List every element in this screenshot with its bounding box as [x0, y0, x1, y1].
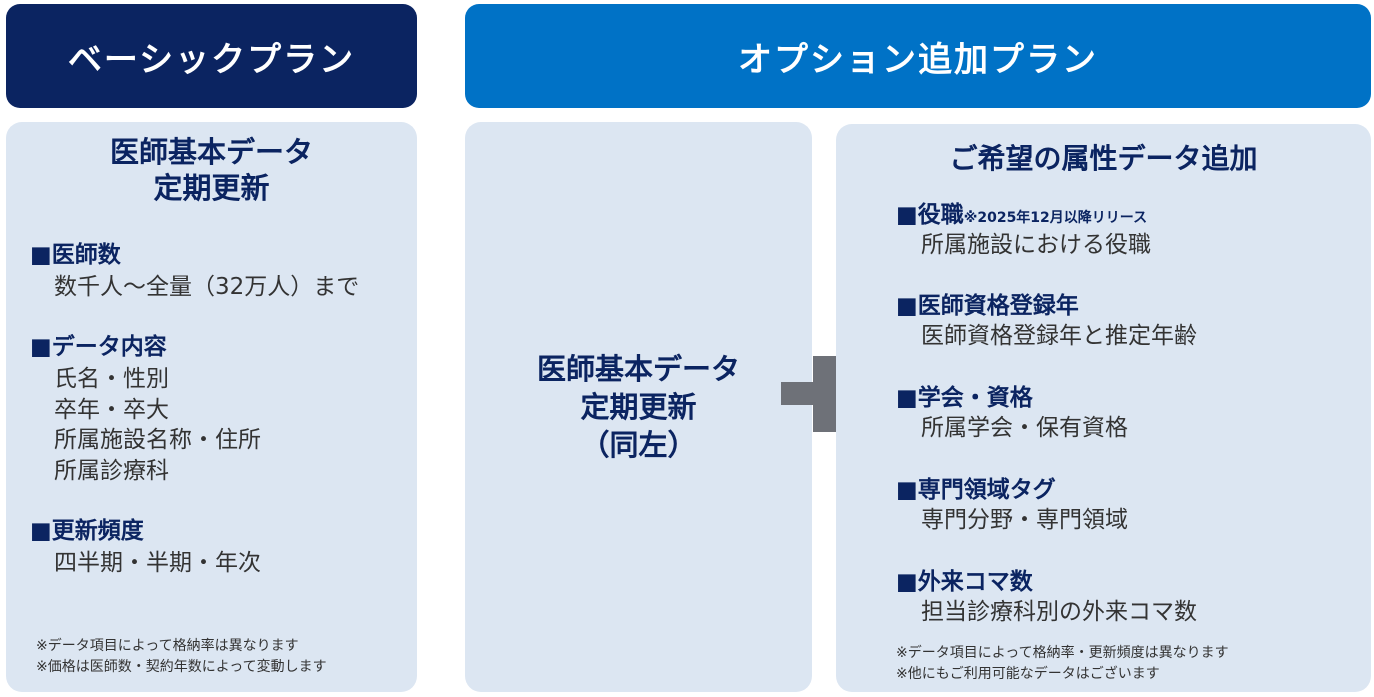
basic-plan-title-line: 医師基本データ	[109, 135, 313, 169]
section-body-license-year: 医師資格登録年と推定年齢	[921, 321, 1197, 352]
option-plan-header-label: オプション追加プラン	[738, 39, 1098, 80]
plus-icon-vertical-bar	[813, 356, 836, 432]
section-body-position: 所属施設における役職	[921, 230, 1151, 261]
section-line: 卒年・卒大	[54, 396, 169, 423]
basic-plan-panel: 医師基本データ 定期更新 ■医師数 数千人～全量（32万人）まで ■データ内容 …	[6, 122, 417, 692]
option-addon-panel: ご希望の属性データ追加 ■役職※2025年12月以降リリース 所属施設における役…	[836, 124, 1371, 692]
basic-plan-footnotes: ※データ項目によって格納率は異なります ※価格は医師数・契約年数によって変動しま…	[36, 636, 327, 678]
section-line: 医師資格登録年と推定年齢	[921, 323, 1197, 349]
release-note: ※2025年12月以降リリース	[963, 210, 1148, 226]
footnote: ※価格は医師数・契約年数によって変動します	[36, 659, 327, 675]
footnote: ※他にもご利用可能なデータはございます	[896, 666, 1160, 682]
footnote: ※データ項目によって格納率・更新頻度は異なります	[896, 645, 1229, 661]
option-base-panel: 医師基本データ 定期更新 （同左）	[465, 122, 812, 692]
option-base-title-line: 定期更新	[580, 390, 697, 424]
section-line: 専門分野・専門領域	[921, 507, 1128, 533]
option-base-title-line: （同左）	[580, 428, 697, 462]
option-base-title: 医師基本データ 定期更新 （同左）	[465, 350, 812, 464]
section-body-data-content: 氏名・性別 卒年・卒大 所属施設名称・住所 所属診療科	[54, 364, 261, 486]
option-plan-header: オプション追加プラン	[465, 4, 1371, 108]
basic-plan-title-line: 定期更新	[153, 171, 270, 205]
section-line: 担当診療科別の外来コマ数	[921, 599, 1197, 625]
option-base-title-line: 医師基本データ	[536, 352, 740, 386]
section-line: 数千人～全量（32万人）まで	[54, 274, 360, 300]
section-line: 所属施設名称・住所	[54, 427, 261, 453]
section-title-license-year: ■医師資格登録年	[896, 293, 1079, 319]
basic-plan-title: 医師基本データ 定期更新	[6, 134, 417, 206]
section-body-update-frequency: 四半期・半期・年次	[54, 548, 261, 579]
section-title-society: ■学会・資格	[896, 385, 1033, 411]
footnote: ※データ項目によって格納率は異なります	[36, 638, 299, 654]
section-title-update-frequency: ■更新頻度	[30, 518, 144, 544]
section-title-position: ■役職※2025年12月以降リリース	[896, 200, 1147, 233]
option-plan-footnotes: ※データ項目によって格納率・更新頻度は異なります ※他にもご利用可能なデータはご…	[896, 643, 1229, 685]
section-body-specialty-tag: 専門分野・専門領域	[921, 505, 1128, 536]
section-title-outpatient: ■外来コマ数	[896, 569, 1033, 595]
section-title-position-label: ■役職	[896, 202, 964, 228]
basic-plan-header: ベーシックプラン	[6, 4, 417, 108]
section-line: 所属診療科	[54, 457, 169, 484]
section-title-specialty-tag: ■専門領域タグ	[896, 477, 1056, 503]
section-line: 所属学会・保有資格	[921, 415, 1128, 441]
section-line: 四半期・半期・年次	[54, 550, 261, 576]
section-title-data-content: ■データ内容	[30, 334, 167, 360]
section-title-doctor-count: ■医師数	[30, 242, 121, 268]
section-line: 所属施設における役職	[921, 232, 1151, 258]
section-body-society: 所属学会・保有資格	[921, 413, 1128, 444]
option-addon-title: ご希望の属性データ追加	[949, 142, 1258, 175]
basic-plan-header-label: ベーシックプラン	[67, 39, 356, 80]
section-line: 氏名・性別	[54, 366, 169, 392]
section-body-doctor-count: 数千人～全量（32万人）まで	[54, 272, 359, 303]
section-body-outpatient: 担当診療科別の外来コマ数	[921, 597, 1197, 628]
